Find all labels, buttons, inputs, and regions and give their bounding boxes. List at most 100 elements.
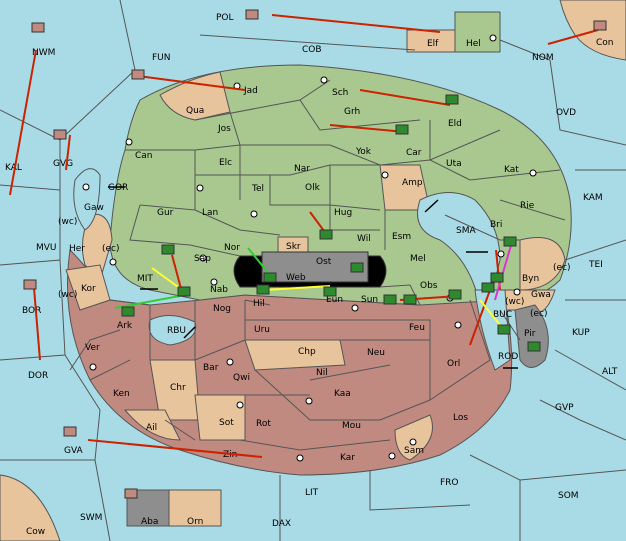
label-qua: Qua [186,106,204,116]
unit-marker[interactable] [503,236,517,247]
unit-marker[interactable] [131,69,145,80]
label-gvp: GVP [555,403,574,413]
label-ark: Ark [117,321,133,331]
label-pir: Pir [524,329,536,339]
unit-marker[interactable] [593,20,607,31]
label-kal: KAL [5,163,22,173]
label-sun: Sun [361,295,378,305]
label-gwa: Gwa [531,290,551,300]
label-neu: Neu [367,348,385,358]
unit-marker[interactable] [23,279,37,290]
label-yok: Yok [355,147,372,157]
province-ost-web[interactable] [261,251,369,283]
label-gor: GOR [108,183,128,193]
coast-connectors [108,186,518,369]
unit-marker[interactable] [448,289,462,300]
label-chr: Chr [170,383,186,393]
unit-marker[interactable] [383,294,397,305]
label-ovd: OVD [556,108,576,118]
convoy-magenta [494,241,513,301]
unit-marker[interactable] [63,426,77,437]
province-sot[interactable] [194,394,246,441]
label-uta: Uta [446,159,462,169]
label-tei: TEI [588,260,603,270]
label-kor: Kor [81,284,96,294]
unit-marker[interactable] [177,286,191,297]
label-hil: Hil [253,299,265,309]
label-elc: Elc [219,158,232,168]
label-nom: NOM [532,53,554,63]
label-aba: Aba [141,517,158,527]
label-wc: (wc) [58,290,77,300]
province-pir[interactable] [514,304,549,368]
label-eun: Eun [326,295,343,305]
support-green-1 [114,294,186,309]
label-bor: BOR [22,306,41,316]
unit-marker[interactable] [245,9,259,20]
unit-marker[interactable] [403,294,417,305]
label-kat: Kat [504,165,519,175]
label-chp: Chp [298,347,316,357]
label-lan: Lan [202,208,218,218]
label-sot: Sot [219,418,234,428]
label-jad: Jad [243,86,258,96]
label-elf: Elf [427,39,439,49]
label-nor: Nor [224,243,240,253]
label-nab: Nab [210,285,228,295]
unit-marker[interactable] [121,306,135,317]
unit-marker[interactable] [256,284,270,295]
units[interactable] [23,9,607,499]
label-cow: Cow [26,527,45,537]
label-dax: DAX [272,519,291,529]
unit-marker[interactable] [53,129,67,140]
unit-marker[interactable] [263,272,277,283]
label-uru: Uru [254,325,270,335]
unit-marker[interactable] [395,124,409,135]
label-zin: Zin [223,450,237,460]
province-chp[interactable] [244,339,346,371]
province-qua[interactable] [159,71,231,121]
label-bri: Bri [490,220,502,230]
province-hel[interactable] [454,11,501,53]
label-web: Web [286,273,306,283]
label-buc: BUC [493,310,512,320]
province-ail[interactable] [123,409,181,441]
label-cob: COB [302,45,322,55]
label-tel: Tel [251,184,264,194]
label-sch: Sch [332,88,348,98]
unit-marker[interactable] [497,324,511,335]
label-ec: (ec) [102,244,120,254]
label-eld: Eld [448,119,462,129]
province-con[interactable] [559,0,626,61]
province-orn[interactable] [168,489,222,527]
label-alt: ALT [602,367,618,377]
unit-marker[interactable] [161,244,175,255]
label-con: Con [596,38,614,48]
unit-marker[interactable] [527,341,541,352]
unit-marker[interactable] [350,262,364,273]
unit-marker[interactable] [481,282,495,293]
support-yellow-2 [264,285,331,291]
label-nwm: NWM [32,48,55,58]
sea-gor[interactable] [73,168,101,231]
label-kup: KUP [572,328,590,338]
unit-marker[interactable] [445,94,459,105]
label-nil: Nil [316,368,328,378]
label-rie: Rie [520,201,535,211]
unit-marker[interactable] [124,488,138,499]
label-pol: POL [216,13,234,23]
label-rbu: RBU [167,326,186,336]
unit-marker[interactable] [31,22,45,33]
unit-marker[interactable] [490,272,504,283]
unit-marker[interactable] [323,286,337,297]
label-gva: GVA [64,446,84,456]
label-wil: Wil [357,234,371,244]
label-lit: LIT [305,488,319,498]
label-nog: Nog [213,304,231,314]
label-her: Her [69,244,85,254]
label-skr: Skr [286,242,301,252]
unit-marker[interactable] [319,229,333,240]
province-sam[interactable] [394,414,433,461]
label-gvg: GVG [53,159,73,169]
label-sma: SMA [456,226,476,236]
